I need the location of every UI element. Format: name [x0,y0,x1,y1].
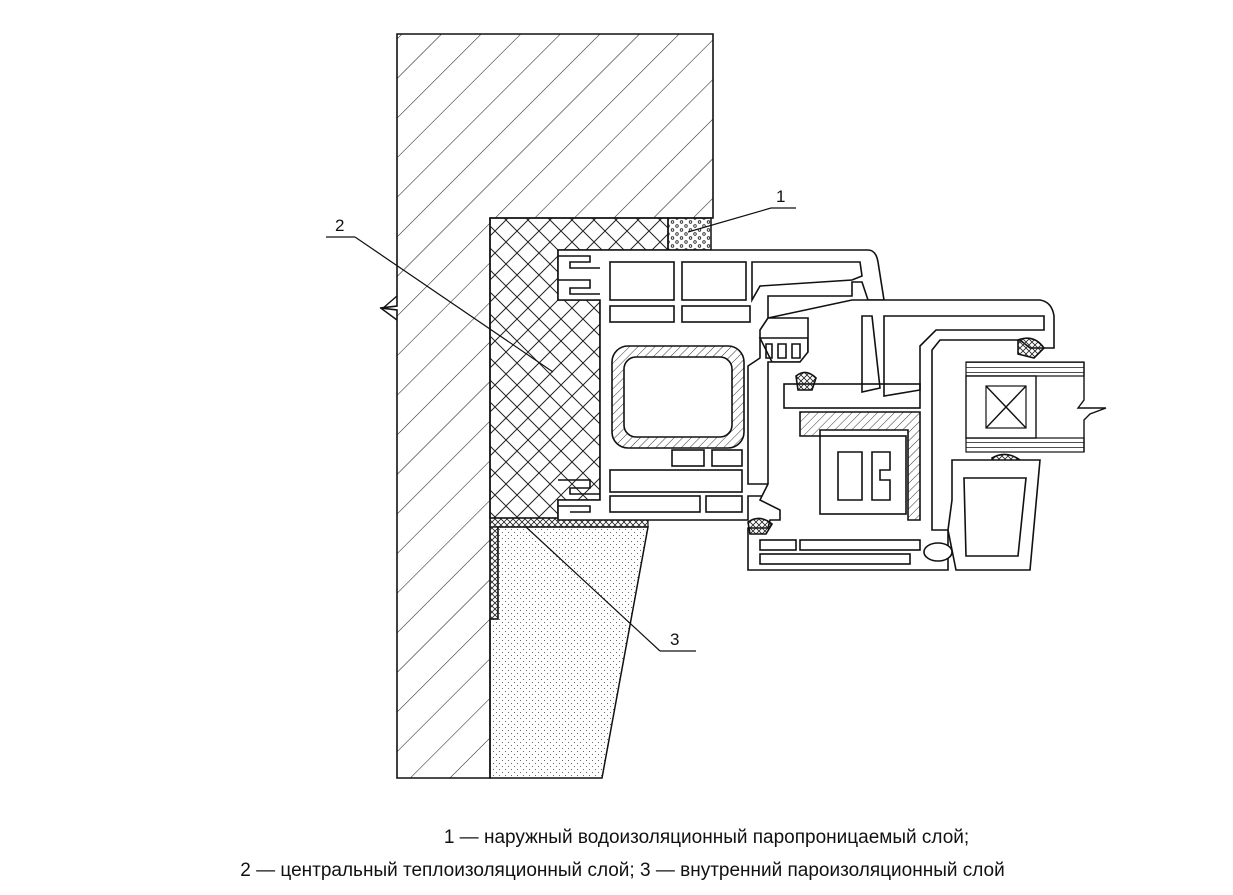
glazing-unit [965,361,1107,453]
callout-3-label: 3 [670,630,679,649]
callout-2-label: 2 [335,216,344,235]
inner-plaster-slope [489,526,649,779]
callout-1: 1 [687,187,796,233]
legend-line-2: 2 — центральный теплоизоляционный слой; … [240,860,1005,881]
window-frame-profile [557,249,885,521]
outer-waterproof-layer [667,217,712,251]
callout-1-label: 1 [776,187,785,206]
window-sash-profile [747,299,1055,571]
legend-line-1: 1 — наружный водоизоляционный паропрониц… [443,827,970,848]
callout-3: 3 [525,526,696,652]
window-installation-section-drawing: 1 2 3 [326,33,1107,779]
wall [379,33,714,779]
callout-2: 2 [326,216,554,373]
